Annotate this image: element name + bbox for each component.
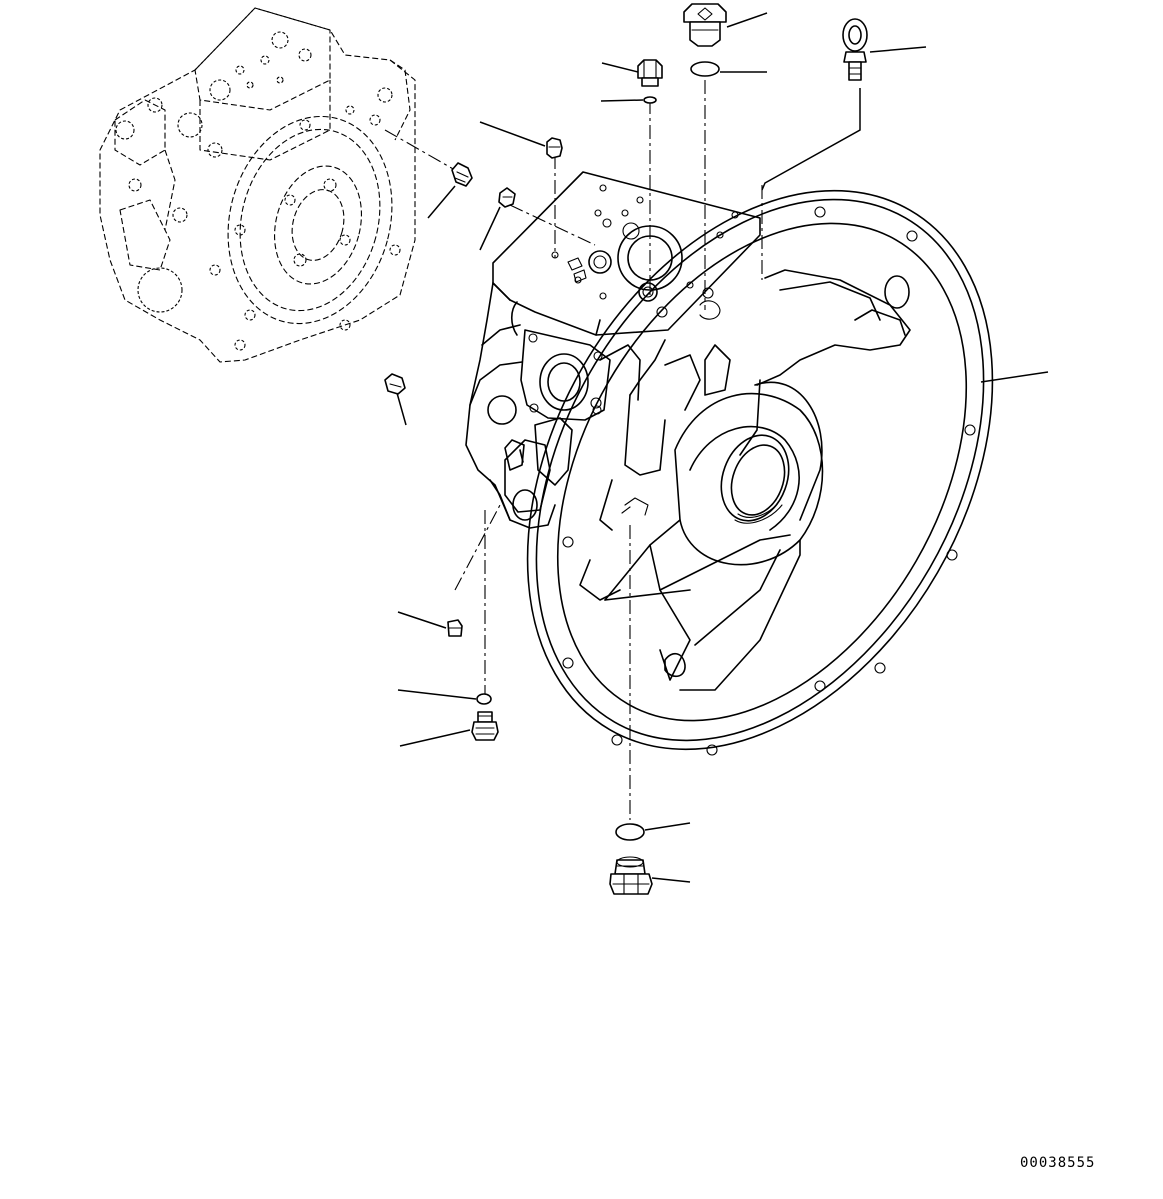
o-ring-lower-left	[476, 693, 492, 705]
drawing-number: 00038555	[1020, 1155, 1096, 1171]
o-ring-small-top	[643, 96, 657, 104]
small-parts	[384, 3, 868, 895]
plug-housing-top	[546, 137, 563, 159]
o-ring-bottom	[615, 823, 645, 841]
bolt-lower-left	[471, 711, 499, 741]
flywheel-housing-flange	[526, 189, 994, 756]
o-ring-top	[690, 61, 720, 77]
eye-bolt	[842, 18, 868, 81]
plug-housing-upper	[498, 187, 516, 208]
plug-left-mid	[384, 373, 406, 395]
hex-socket-plug-top	[683, 3, 727, 47]
plug-reference-assembly	[451, 162, 473, 187]
reference-pump-assembly	[99, 7, 416, 363]
drain-plug-bottom	[609, 856, 653, 895]
pump-housing	[465, 171, 761, 529]
small-plug-top-center	[637, 59, 663, 87]
assembly-center-lines	[384, 80, 763, 820]
callout-leader-lines	[396, 12, 1049, 883]
small-plug-lower-left	[447, 619, 463, 637]
